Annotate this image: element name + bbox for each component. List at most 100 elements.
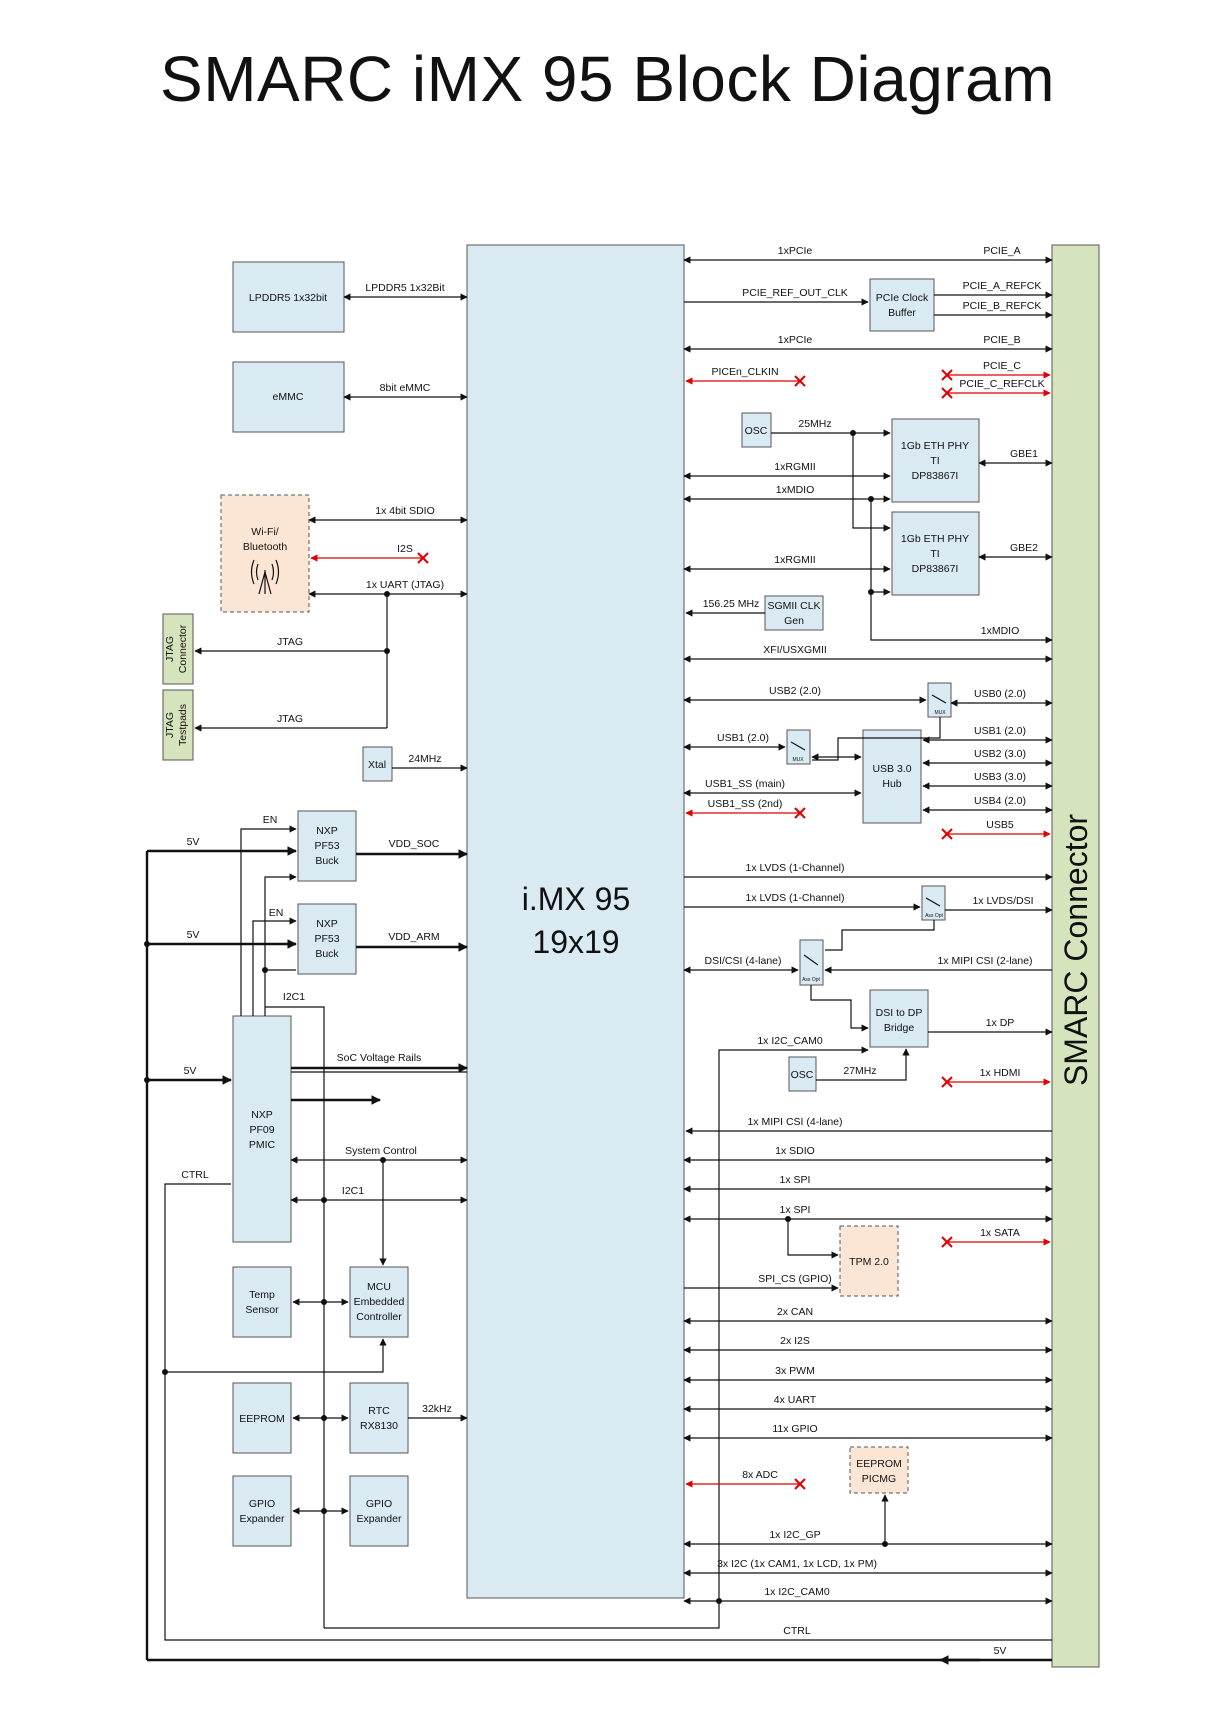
pf53b-l2: PF53	[314, 933, 339, 945]
dp-label: 1x DP	[986, 1017, 1015, 1029]
soc-rails-label: SoC Voltage Rails	[337, 1052, 422, 1064]
rtc-l1: RTC	[368, 1405, 390, 1417]
spi-cs-label: SPI_CS (GPIO)	[758, 1273, 832, 1285]
jtag2-label: JTAG	[277, 713, 303, 725]
pf53-buck-soc-block	[297, 810, 357, 882]
ctrl-line	[164, 1183, 1052, 1641]
lpddr5-label: LPDDR5 1x32bit	[249, 292, 327, 304]
can-label: 2x CAN	[777, 1306, 813, 1318]
emmc-bus-label: 8bit eMMC	[380, 382, 431, 394]
osc1-label: OSC	[745, 425, 768, 437]
vdd-soc-label: VDD_SOC	[389, 838, 440, 850]
pcie-a-refck-label: PCIE_A_REFCK	[963, 280, 1042, 292]
sys-ctrl-label: System Control	[345, 1145, 417, 1157]
gbe2-label: GBE2	[1010, 542, 1038, 554]
phy1-l1: 1Gb ETH PHY	[901, 440, 969, 452]
sdio1-label: 1x SDIO	[775, 1145, 815, 1157]
tpm-block	[839, 1225, 899, 1297]
mux-switch-2: MUX	[786, 729, 811, 765]
uart-jtag-label: 1x UART (JTAG)	[366, 579, 444, 591]
phy1-l3: DP83867I	[912, 470, 959, 482]
dsidp-l1: DSI to DP	[876, 1007, 923, 1019]
mipi-csi4-label: 1x MIPI CSI (4-lane)	[747, 1116, 842, 1128]
i2c3-label: 3x I2C (1x CAM1, 1x LCD, 1x PM)	[717, 1558, 877, 1570]
i2c-cam0-bridge-line	[718, 1046, 869, 1598]
usb0-label: USB0 (2.0)	[974, 688, 1026, 700]
pcie-clock-buffer-block	[869, 278, 935, 332]
gpio1-l2: Expander	[240, 1513, 285, 1525]
smarc-connector-block	[1051, 244, 1100, 1668]
usb5-label: USB5	[986, 819, 1014, 831]
pcie-b-label: PCIE_B	[983, 334, 1020, 346]
usbhub-l1: USB 3.0	[872, 763, 911, 775]
eth-phy-1-block	[891, 418, 980, 503]
en2-label: EN	[269, 907, 284, 919]
v5b-label: 5V	[187, 929, 200, 941]
spi1-label: 1x SPI	[780, 1174, 811, 1186]
uart4-label: 4x UART	[774, 1394, 817, 1406]
jtag1-label: JTAG	[277, 636, 303, 648]
usb1ss-main-label: USB1_SS (main)	[705, 778, 785, 790]
en1-line	[240, 825, 297, 1016]
dsi-csi-label: DSI/CSI (4-lane)	[704, 955, 781, 967]
rtc-block	[349, 1382, 409, 1454]
mux1-label: MUX	[934, 710, 946, 716]
gpio-expander-2-block	[349, 1475, 409, 1547]
usb1-label: USB1 (2.0)	[717, 732, 769, 744]
pcie-c-nc-x-icon	[941, 369, 953, 381]
xtal-block	[362, 746, 393, 782]
jtag-testpads-block	[162, 689, 194, 761]
pf53a-l3: Buck	[315, 855, 339, 867]
en1-label: EN	[263, 814, 278, 826]
assy-opt-switch-2: Ass Opt	[799, 939, 824, 986]
antenna-icon	[250, 559, 280, 595]
pmic-l1: NXP	[251, 1109, 273, 1121]
usb4r-label: USB4 (2.0)	[974, 795, 1026, 807]
vdd-arm-label: VDD_ARM	[388, 931, 439, 943]
mdio2-label: 1xMDIO	[981, 625, 1020, 637]
osc2-label: OSC	[791, 1069, 814, 1081]
page-title: SMARC iMX 95 Block Diagram	[160, 43, 1055, 115]
usb2r-label: USB2 (3.0)	[974, 748, 1026, 760]
osc2-freq-label: 27MHz	[843, 1065, 876, 1077]
rgmii2-label: 1xRGMII	[774, 554, 815, 566]
i2c-cam0b-label: 1x I2C_CAM0	[764, 1586, 830, 1598]
picen-label: PICEn_CLKIN	[711, 366, 778, 378]
dsi-to-dp-bridge-block	[869, 989, 929, 1048]
pf53-buck-arm-block	[297, 903, 357, 975]
picmg-l2: PICMG	[862, 1473, 896, 1485]
tpm-label: TPM 2.0	[849, 1256, 889, 1268]
usb1r-label: USB1 (2.0)	[974, 725, 1026, 737]
pcie-c-label: PCIE_C	[983, 360, 1021, 372]
i2c-gp-label: 1x I2C_GP	[769, 1529, 820, 1541]
imx95-soc-block	[466, 244, 685, 1599]
wifi-label-1: Wi-Fi/	[251, 526, 278, 538]
pmic-l2: PF09	[249, 1124, 274, 1136]
pciebuf-l1: PCIe Clock	[876, 292, 929, 304]
v5c-label: 5V	[184, 1065, 197, 1077]
gpio2-l2: Expander	[357, 1513, 402, 1525]
emmc-block	[232, 361, 345, 433]
phy2-l2: TI	[930, 548, 939, 560]
lpddr5-block	[232, 261, 345, 333]
pf09-pmic-block	[232, 1015, 292, 1243]
gpio2-l1: GPIO	[366, 1498, 392, 1510]
pf53a-l1: NXP	[316, 825, 338, 837]
rtc-l2: RX8130	[360, 1420, 398, 1432]
soc-label-line2: 19x19	[532, 924, 619, 960]
i2c1a-label: I2C1	[283, 991, 305, 1003]
hdmi-label: 1x HDMI	[980, 1067, 1021, 1079]
mcu-l1: MCU	[367, 1281, 391, 1293]
pf53b-l1: NXP	[316, 918, 338, 930]
wifi-label-2: Bluetooth	[243, 541, 288, 553]
usb1ss-2nd-label: USB1_SS (2nd)	[708, 798, 783, 810]
usbhub-l2: Hub	[882, 778, 901, 790]
osc-25mhz-block	[741, 412, 772, 448]
i2c1b-label: I2C1	[342, 1185, 364, 1197]
adc-label: 8x ADC	[742, 1469, 778, 1481]
pmic-l3: PMIC	[249, 1139, 276, 1151]
temp-sensor-block	[232, 1266, 292, 1338]
assy2-label: Ass Opt	[802, 977, 820, 983]
sgmii-clk-gen-block	[764, 595, 824, 631]
